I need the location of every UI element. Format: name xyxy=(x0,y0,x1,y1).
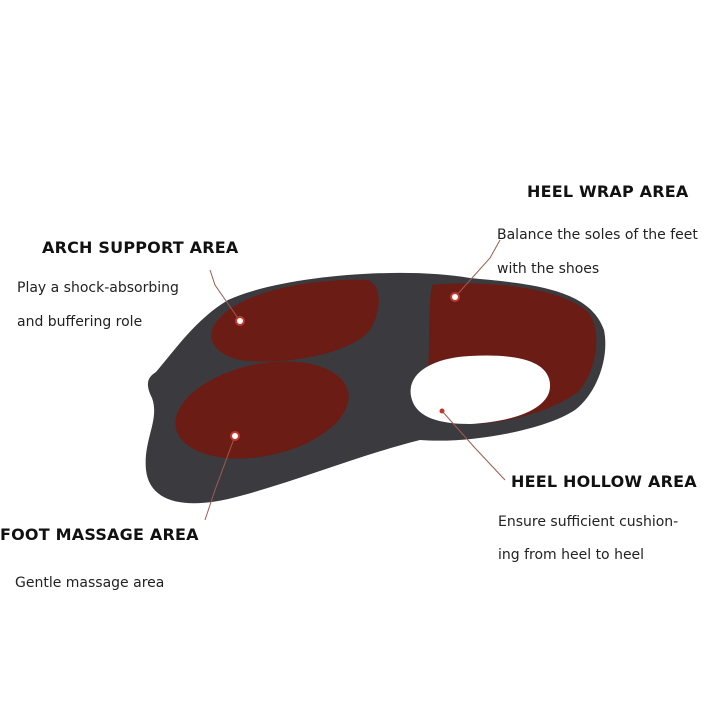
arch-support-title: ARCH SUPPORT AREA xyxy=(42,238,239,257)
foot-massage-leader xyxy=(204,435,236,521)
heel-wrap-desc-line-2: with the shoes xyxy=(497,261,600,277)
arch-support-leader xyxy=(209,269,241,322)
foot-massage-title: FOOT MASSAGE AREA xyxy=(0,525,199,544)
arch-support-desc-line-2: and buffering role xyxy=(17,314,143,330)
heel-wrap-leader xyxy=(454,239,501,298)
arch-support-marker xyxy=(235,316,245,326)
heel-hollow-marker xyxy=(439,408,445,414)
heel-hollow-opening xyxy=(410,355,551,424)
heel-wrap-title: HEEL WRAP AREA xyxy=(527,182,689,201)
foot-massage-desc-line-1: Gentle massage area xyxy=(15,575,165,591)
heel-hollow-desc-line-1: Ensure sufficient cushion- xyxy=(498,514,679,530)
heel-wrap-marker xyxy=(450,292,460,302)
arch-support-pad xyxy=(211,279,379,362)
arch-support-desc-line-1: Play a shock-absorbing xyxy=(17,280,179,296)
foot-massage-pad xyxy=(175,361,349,459)
heel-wrap-desc-line-1: Balance the soles of the feet xyxy=(497,227,698,243)
foot-massage-marker xyxy=(230,431,240,441)
heel-hollow-desc-line-2: ing from heel to heel xyxy=(498,547,645,563)
heel-hollow-leader xyxy=(441,410,506,481)
heel-hollow-title: HEEL HOLLOW AREA xyxy=(511,472,697,491)
